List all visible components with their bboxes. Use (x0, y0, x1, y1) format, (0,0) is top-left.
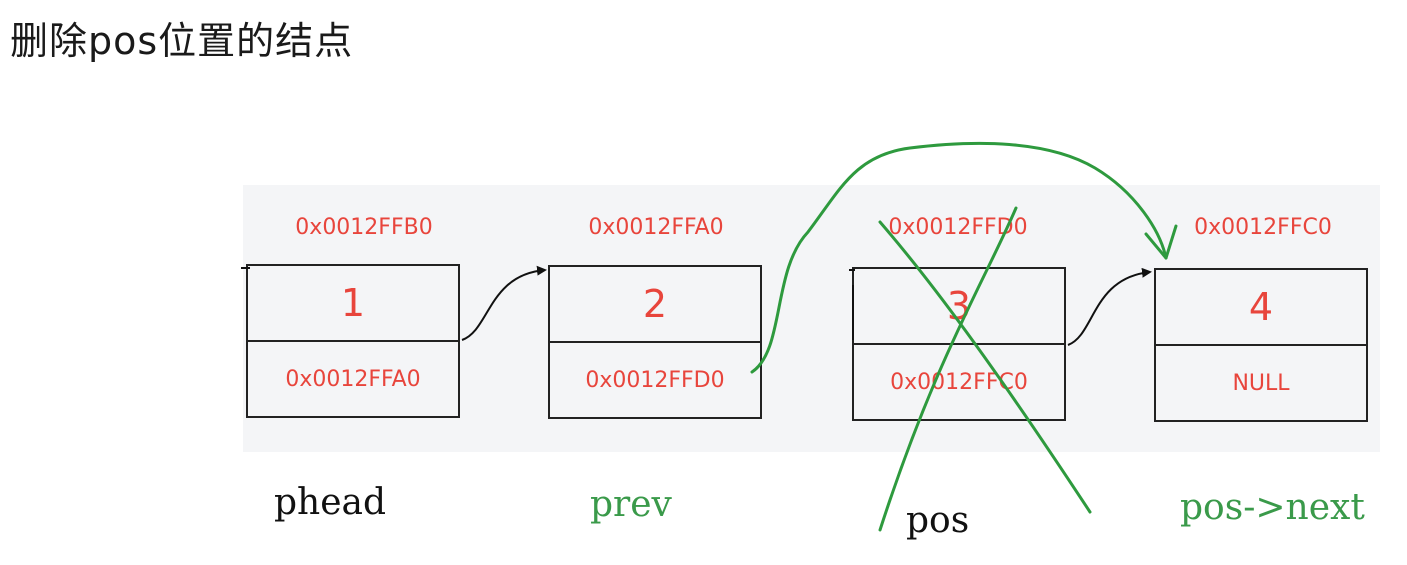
list-node-1: 1 0x0012FFA0 (246, 264, 460, 418)
node-1-next: 0x0012FFA0 (285, 366, 421, 392)
node-4-next: NULL (1232, 370, 1290, 396)
node-3-data: 3 (854, 269, 1064, 345)
node-3-address: 0x0012FFD0 (888, 215, 1028, 240)
list-node-4: 4 NULL (1154, 268, 1368, 422)
node-2-address: 0x0012FFA0 (588, 215, 724, 240)
label-pos: pos (906, 500, 970, 541)
node-1-data: 1 (248, 266, 458, 342)
node-4-data: 4 (1156, 270, 1366, 346)
node-1-address: 0x0012FFB0 (295, 215, 433, 240)
node-2-next: 0x0012FFD0 (585, 367, 725, 393)
list-node-3: 3 0x0012FFC0 (852, 267, 1066, 421)
node-3-next: 0x0012FFC0 (890, 369, 1028, 395)
node-2-data: 2 (550, 267, 760, 343)
page-title: 删除pos位置的结点 (10, 19, 354, 63)
label-prev: prev (590, 484, 672, 525)
label-pos-next: pos->next (1180, 487, 1365, 528)
node-4-address: 0x0012FFC0 (1194, 215, 1332, 240)
list-node-2: 2 0x0012FFD0 (548, 265, 762, 419)
label-phead: phead (274, 482, 387, 523)
